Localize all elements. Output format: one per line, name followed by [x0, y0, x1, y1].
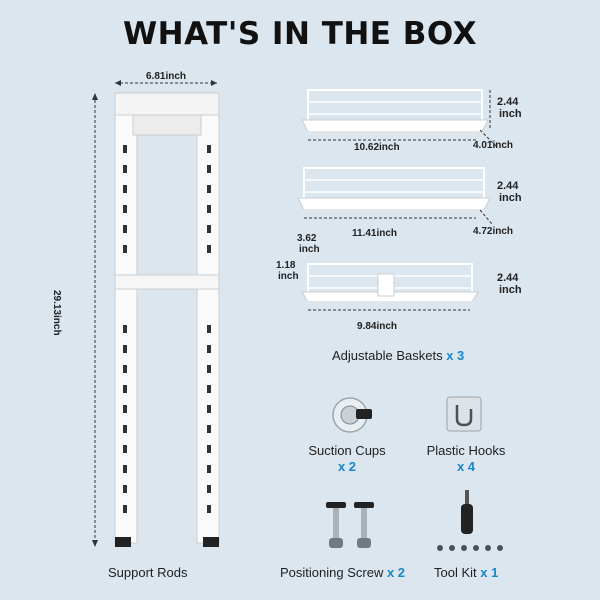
baskets-label: Adjustable Baskets x 3 [332, 348, 464, 363]
rod-height-dimension: 29.13inch [51, 290, 62, 336]
page-title: WHAT'S IN THE BOX [122, 16, 478, 52]
basket-bottom-height-1: 2.44 [497, 272, 519, 284]
basket-middle-image [297, 167, 493, 225]
baskets-label-text: Adjustable Baskets [332, 348, 443, 363]
basket-bottom-small-width-1: 3.62 [297, 233, 317, 244]
basket-middle-width: 11.41inch [352, 228, 398, 239]
suction-cup-icon [332, 397, 372, 433]
tool-kit-qty: x 1 [480, 565, 499, 580]
basket-top-width: 10.62inch [354, 142, 400, 153]
basket-middle-depth: 4.72inch [473, 226, 514, 237]
basket-bottom-small-height-2: inch [278, 271, 299, 282]
tool-kit-label: Tool Kit x 1 [434, 565, 498, 580]
support-rods-image [92, 80, 220, 547]
plastic-hooks-label: Plastic Hooks [426, 443, 506, 458]
basket-bottom-width: 9.84inch [357, 321, 398, 332]
rod-width-dimension: 6.81inch [146, 71, 187, 82]
basket-middle-height-2: inch [499, 192, 522, 204]
basket-middle-height-1: 2.44 [497, 180, 519, 192]
basket-bottom-small-height-1: 1.18 [276, 260, 296, 271]
basket-bottom-height-2: inch [499, 284, 522, 296]
basket-top-height-1: 2.44 [497, 96, 519, 108]
positioning-screw-icon [326, 502, 374, 548]
baskets-qty: x 3 [446, 348, 465, 363]
suction-cups-label: Suction Cups [308, 443, 386, 458]
basket-bottom-small-width-2: inch [299, 244, 320, 255]
plastic-hook-icon [446, 396, 482, 432]
support-rods-label: Support Rods [108, 565, 188, 580]
basket-top-height-2: inch [499, 108, 522, 120]
positioning-screw-label: Positioning Screw x 2 [280, 565, 405, 580]
tool-kit-label-text: Tool Kit [434, 565, 477, 580]
basket-bottom-image [301, 263, 479, 311]
positioning-screw-qty: x 2 [386, 565, 406, 580]
positioning-screw-label-text: Positioning Screw [280, 565, 384, 580]
plastic-hooks-qty: x 4 [456, 459, 476, 474]
suction-cups-qty: x 2 [337, 459, 357, 474]
basket-top-depth: 4.01inch [473, 140, 514, 151]
tool-kit-icon [437, 490, 503, 551]
basket-top-image [301, 89, 497, 147]
